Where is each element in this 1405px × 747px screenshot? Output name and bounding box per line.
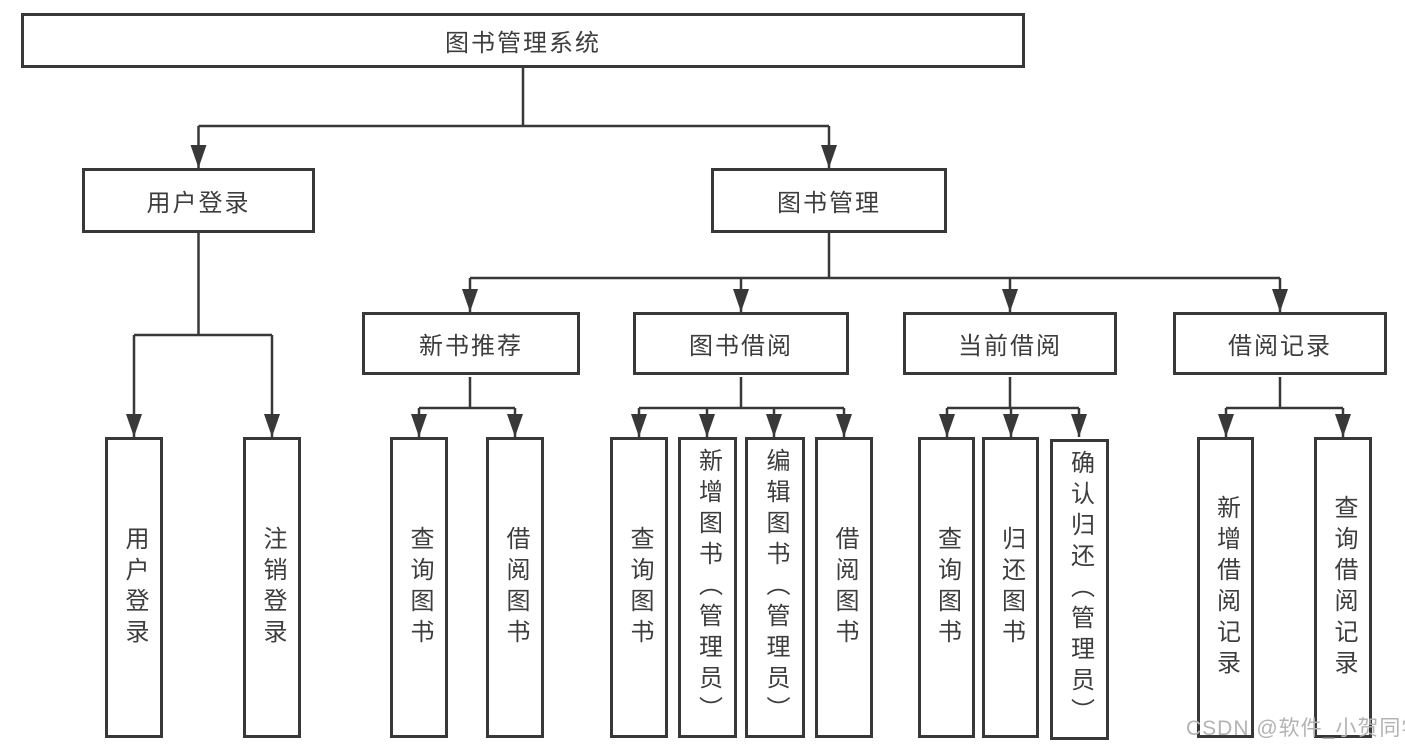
leaf-user-login: 用户登录 <box>105 437 163 738</box>
node-book-borrow-label: 图书借阅 <box>689 333 793 360</box>
node-user-login: 用户登录 <box>82 168 315 233</box>
connector-arrows <box>126 126 1351 437</box>
node-current-borrow-label: 当前借阅 <box>958 333 1062 360</box>
leaf-add-book-admin-label: 新增图书（管理员） <box>694 448 722 727</box>
leaf-logout: 注销登录 <box>243 437 301 738</box>
leaf-query-books-borrow: 查询图书 <box>610 437 668 738</box>
node-book-management: 图书管理 <box>711 168 947 233</box>
node-new-book-recommend: 新书推荐 <box>362 312 580 375</box>
leaf-query-borrow-record-label: 查询借阅记录 <box>1330 494 1357 681</box>
node-root-label: 图书管理系统 <box>445 30 601 57</box>
leaf-query-books-current-label: 查询图书 <box>933 525 961 650</box>
leaf-confirm-return-admin-label: 确认归还（管理员） <box>1066 450 1094 729</box>
node-borrow-records-label: 借阅记录 <box>1228 333 1332 360</box>
leaf-edit-book-admin: 编辑图书（管理员） <box>745 437 805 738</box>
leaf-edit-book-admin-label: 编辑图书（管理员） <box>762 448 789 727</box>
node-borrow-records: 借阅记录 <box>1173 312 1387 375</box>
leaf-confirm-return-admin: 确认归还（管理员） <box>1050 439 1109 740</box>
leaf-add-book-admin: 新增图书（管理员） <box>678 437 737 738</box>
leaf-query-books-current: 查询图书 <box>918 437 975 738</box>
leaf-add-borrow-record: 新增借阅记录 <box>1197 437 1254 738</box>
node-root: 图书管理系统 <box>21 13 1025 68</box>
leaf-borrow-books-recommend: 借阅图书 <box>486 437 544 738</box>
leaf-return-book: 归还图书 <box>982 437 1039 738</box>
leaf-user-login-label: 用户登录 <box>121 525 148 650</box>
leaf-query-books-recommend-label: 查询图书 <box>406 525 433 650</box>
node-book-borrow: 图书借阅 <box>633 312 849 375</box>
leaf-query-books-recommend: 查询图书 <box>390 437 448 738</box>
connector-trunks <box>134 68 1343 410</box>
node-book-management-label: 图书管理 <box>777 190 881 217</box>
node-user-login-label: 用户登录 <box>146 190 251 217</box>
node-new-book-recommend-label: 新书推荐 <box>419 333 523 360</box>
leaf-query-books-borrow-label: 查询图书 <box>626 525 653 650</box>
node-current-borrow: 当前借阅 <box>903 312 1117 375</box>
leaf-logout-label: 注销登录 <box>259 525 286 650</box>
leaf-borrow-books: 借阅图书 <box>815 437 873 738</box>
leaf-query-borrow-record: 查询借阅记录 <box>1314 437 1372 738</box>
leaf-borrow-books-recommend-label: 借阅图书 <box>502 525 529 650</box>
leaf-return-book-label: 归还图书 <box>997 525 1025 650</box>
csdn-watermark: CSDN @软件_小贺同学 <box>1186 717 1405 740</box>
leaf-borrow-books-label: 借阅图书 <box>831 525 858 650</box>
leaf-add-borrow-record-label: 新增借阅记录 <box>1212 494 1240 681</box>
